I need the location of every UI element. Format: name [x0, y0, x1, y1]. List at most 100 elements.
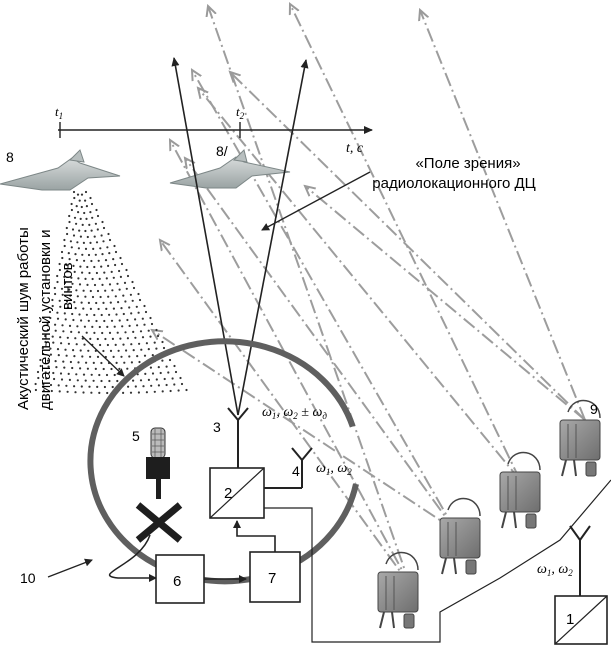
noise-dot — [81, 271, 84, 274]
noise-dot — [113, 244, 116, 248]
noise-dot — [134, 385, 137, 388]
noise-dot — [126, 337, 129, 340]
noise-dot — [52, 341, 55, 344]
noise-dot — [45, 377, 48, 380]
noise-dot — [95, 241, 99, 244]
noise-dot — [132, 349, 135, 352]
block-7: 7 — [249, 551, 301, 603]
noise-dot — [126, 274, 130, 278]
noise-dot — [88, 223, 91, 226]
noise-dot — [63, 281, 67, 284]
noise-dot — [180, 382, 184, 386]
noise-dot — [82, 307, 85, 310]
noise-dot — [126, 367, 129, 370]
noise-dot — [93, 265, 96, 269]
label-8-prime: 8/ — [216, 143, 228, 159]
noise-dot — [122, 343, 125, 346]
noise-dot — [84, 229, 87, 233]
noise-dot — [61, 324, 64, 327]
noise-dot — [78, 199, 81, 202]
noise-dot — [130, 343, 133, 346]
block-6-label: 6 — [173, 573, 181, 590]
noise-dot — [107, 232, 110, 236]
noise-dot — [53, 377, 56, 381]
noise-dot — [125, 349, 128, 352]
noise-dot — [76, 193, 80, 196]
noise-dot — [114, 250, 118, 254]
noise-dot — [69, 240, 72, 243]
noise-dot — [74, 253, 77, 256]
noise-dot — [128, 324, 131, 327]
noise-dot — [71, 312, 74, 316]
noise-dot — [117, 349, 120, 352]
noise-dot — [85, 313, 88, 316]
noise-dot — [89, 241, 92, 244]
noise-dot — [103, 271, 106, 274]
noise-dot — [128, 306, 131, 309]
noise-dot — [53, 286, 56, 290]
noise-dot — [91, 216, 94, 219]
noise-dot — [59, 336, 62, 339]
noise-dot — [70, 330, 73, 333]
noise-dot — [101, 283, 104, 286]
noise-dot — [93, 235, 96, 238]
noise-dot — [42, 383, 45, 386]
noise-dot — [65, 263, 68, 267]
acoustic-noise-caption: Акустический шум работы двигательной уст… — [15, 227, 76, 410]
noise-dot — [49, 353, 53, 356]
noise-dot — [97, 307, 100, 311]
noise-dot — [73, 216, 77, 219]
noise-dot — [149, 335, 152, 338]
noise-dot — [34, 388, 38, 392]
noise-dot — [94, 253, 97, 256]
noise-dot — [34, 382, 37, 386]
noise-dot — [91, 295, 95, 299]
noise-dot — [111, 385, 114, 389]
ray — [208, 6, 411, 586]
noise-dot — [167, 371, 170, 374]
noise-dot — [115, 361, 118, 364]
noise-dot — [119, 337, 122, 340]
noise-dot — [75, 289, 78, 292]
noise-dot — [56, 280, 59, 284]
noise-dot — [135, 305, 138, 308]
noise-dot — [161, 340, 164, 344]
noise-dot — [73, 355, 76, 358]
noise-dot — [108, 379, 111, 383]
noise-dot — [70, 246, 73, 249]
acoustic-noise-cone — [34, 190, 188, 395]
label-4: 4 — [292, 463, 300, 479]
noise-dot — [72, 190, 76, 194]
label-8: 8 — [6, 149, 14, 165]
noise-dot — [102, 301, 105, 304]
noise-caption-line-1: Акустический шум работы — [15, 227, 32, 410]
noise-dot — [96, 214, 100, 218]
noise-dot — [98, 325, 101, 329]
noise-dot — [114, 295, 117, 298]
noise-dot — [108, 331, 112, 334]
noise-dot — [74, 391, 77, 394]
noise-dot — [39, 358, 42, 362]
noise-dot — [137, 311, 140, 314]
noise-dot — [79, 265, 82, 268]
noise-dot — [100, 265, 103, 268]
noise-dot — [112, 258, 115, 261]
noise-dot — [55, 366, 58, 369]
noise-dot — [73, 270, 76, 273]
noise-dot — [75, 373, 78, 376]
noise-dot — [76, 379, 79, 382]
noise-dot — [59, 305, 62, 308]
noise-dot — [76, 241, 79, 244]
noise-dot — [57, 354, 60, 357]
noise-dot — [151, 372, 155, 375]
noise-dot — [105, 373, 109, 377]
noise-dot — [137, 292, 140, 296]
noise-dot — [129, 391, 133, 394]
noise-dot — [64, 318, 67, 321]
noise-dot — [95, 301, 98, 305]
noise-dot — [60, 378, 64, 381]
block-7-label: 7 — [268, 570, 276, 587]
field-of-view-subtitle: радиолокационного ДЦ — [372, 175, 535, 192]
noise-dot — [95, 208, 98, 212]
label-5: 5 — [132, 428, 140, 444]
